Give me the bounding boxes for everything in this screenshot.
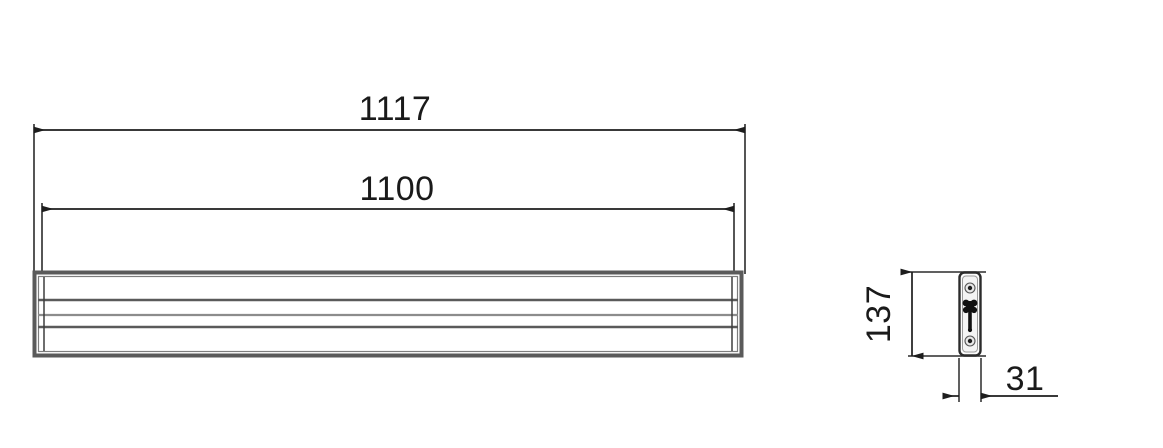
end-plate-side-view-group [900,268,1058,402]
dimension-label-plate-height: 137 [860,285,898,343]
dimension-label-inner-length: 1100 [359,170,434,208]
dimension-label-plate-thickness: 31 [1006,360,1045,398]
screw-hole-bottom-center [967,338,973,344]
front-elevation-group [32,124,746,358]
screw-hole-top-center [967,285,973,291]
keyhole-slot-icon [962,299,978,333]
dimension-label-overall-length: 1117 [359,90,432,128]
